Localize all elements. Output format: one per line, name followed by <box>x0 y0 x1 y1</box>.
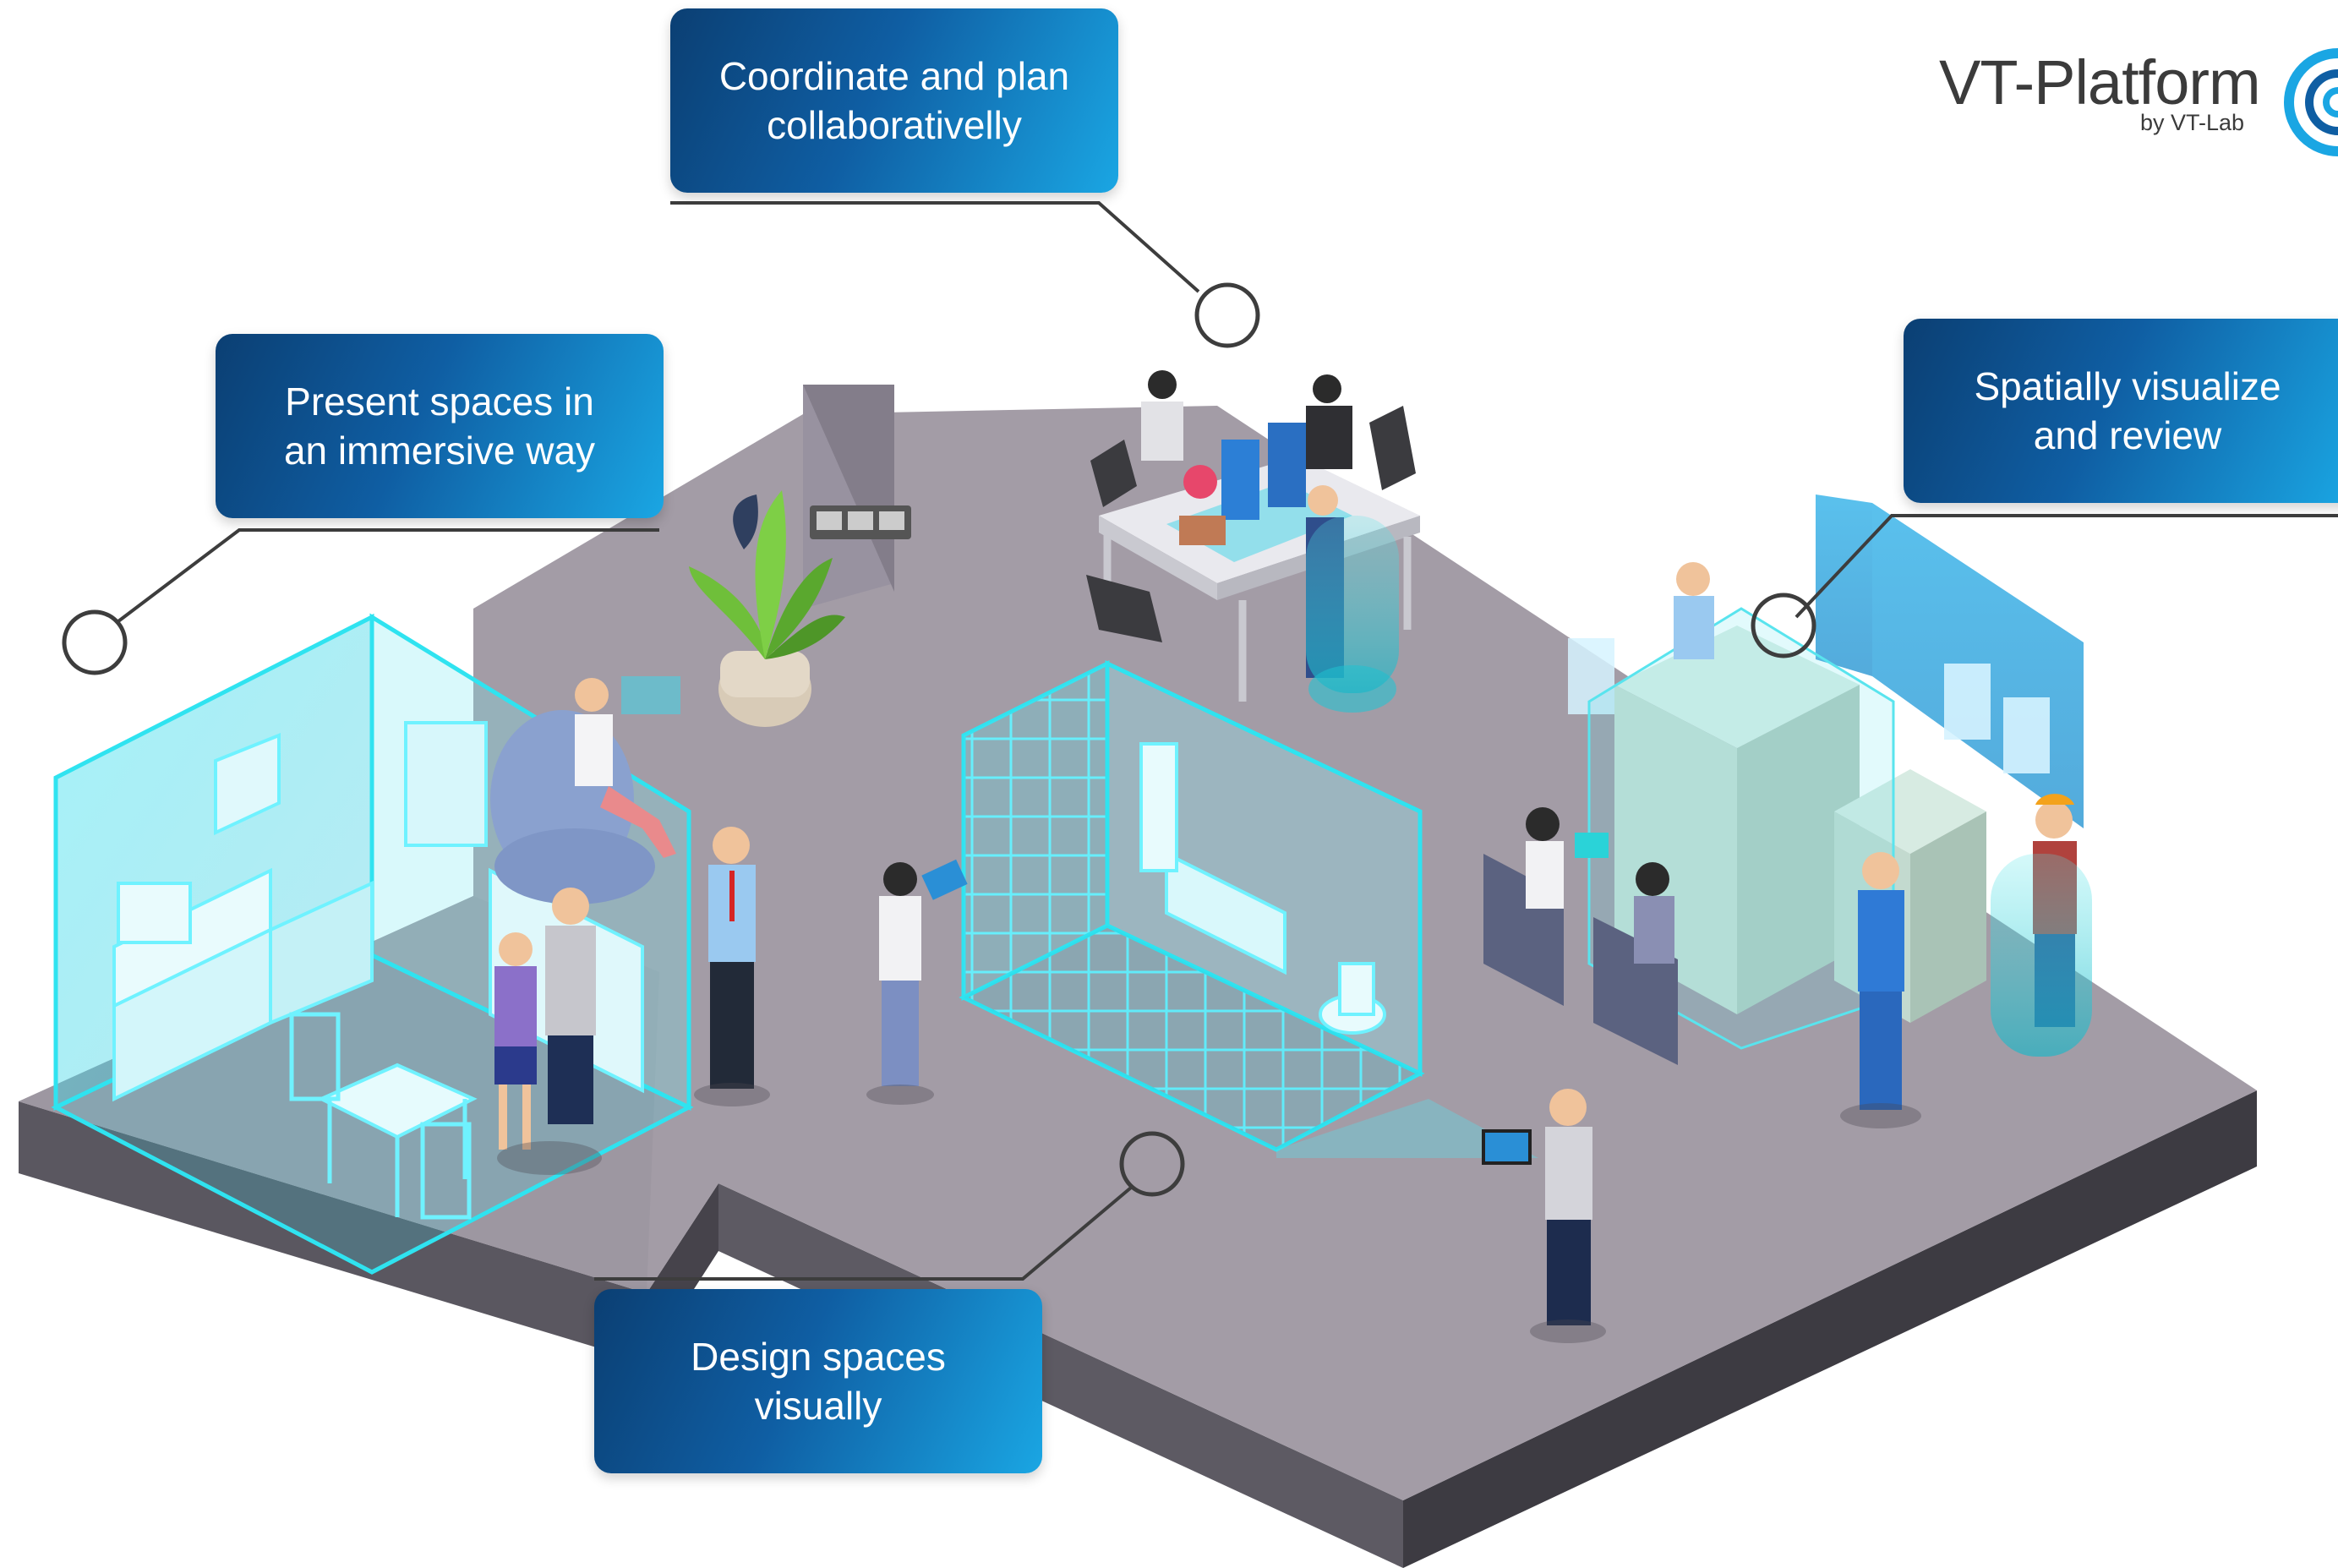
callout-coordinate-text: Coordinate and plan collaborativelly <box>718 54 1070 147</box>
person-tablet-man <box>1482 1089 1606 1343</box>
connector-coordinate <box>670 201 1200 293</box>
callout-present-text: Present spaces in an immersive way <box>283 380 596 473</box>
logo-name: VT-Platform <box>1939 47 2261 117</box>
logo-subtitle: by VT-Lab <box>2140 110 2245 135</box>
vt-platform-logo: VT-Platform by VT-Lab <box>1931 46 2338 156</box>
meeting-table <box>1086 406 1420 702</box>
back-wall <box>803 385 911 609</box>
connector-endpoints <box>62 282 1816 1197</box>
connector-present <box>117 528 659 623</box>
potted-plant <box>689 490 845 727</box>
person-beanbag <box>490 676 680 904</box>
endpoint-design <box>1119 1131 1185 1197</box>
callout-coordinate: Coordinate and plan collaborativelly <box>670 8 1118 193</box>
connector-design <box>594 1186 1133 1281</box>
callout-design-text: Design spaces visually <box>691 1335 946 1428</box>
logo-ring-icon <box>2284 48 2338 156</box>
person-tablet-woman <box>866 859 968 1105</box>
endpoint-coordinate <box>1194 282 1260 348</box>
bathroom-hologram <box>959 659 1538 1158</box>
connector-spatial <box>1794 514 2338 619</box>
person-presenter <box>694 827 770 1106</box>
endpoint-present <box>62 609 128 675</box>
review-area <box>1483 494 2092 1128</box>
connector-lines <box>117 201 2338 1281</box>
people-kitchen <box>494 888 602 1175</box>
callout-design: Design spaces visually <box>594 1289 1042 1473</box>
callout-spatial: Spatially visualize and review <box>1904 319 2338 503</box>
callout-spatial-text: Spatially visualize and review <box>1974 364 2281 457</box>
callout-present: Present spaces in an immersive way <box>216 334 664 518</box>
people-meeting <box>1141 370 1399 713</box>
endpoint-spatial <box>1751 593 1816 658</box>
